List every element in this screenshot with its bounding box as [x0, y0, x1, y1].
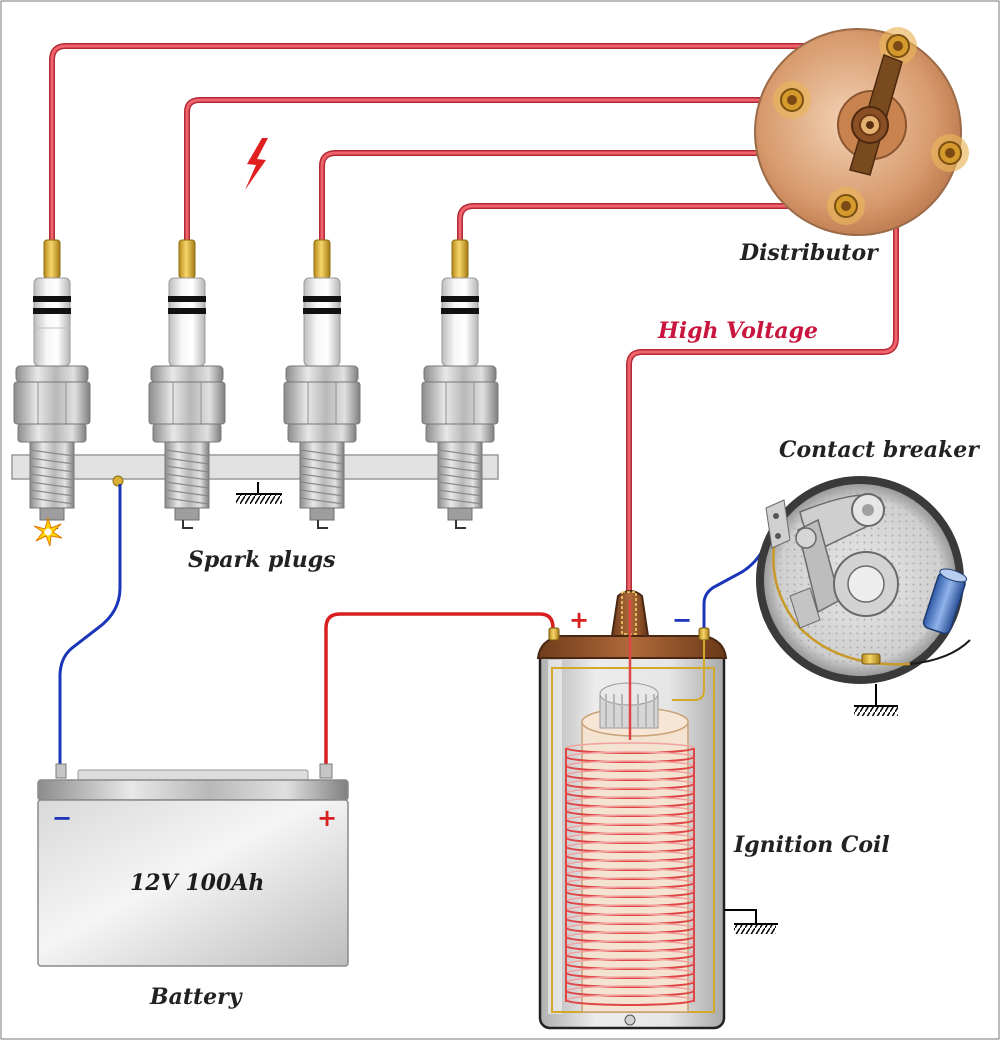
coil-winding-back: [565, 859, 695, 866]
coil-winding-back: [565, 742, 695, 749]
coil-winding: [565, 810, 695, 817]
coil-winding-back: [565, 760, 695, 767]
distributor-cap: [754, 27, 969, 236]
coil-winding-back: [565, 850, 695, 857]
spark-bolt-icon: [245, 138, 268, 190]
ground-symbol-icon: [854, 684, 898, 716]
coil-winding-back: [565, 877, 695, 884]
coil-winding-back: [565, 886, 695, 893]
coil-winding-back: [565, 751, 695, 758]
coil-winding: [565, 999, 695, 1006]
ground-symbol-icon: [724, 909, 778, 934]
coil-winding-back: [565, 976, 695, 983]
battery-rating: 12V 100Ah: [130, 870, 265, 896]
coil-winding: [565, 936, 695, 943]
coil-winding-back: [565, 787, 695, 794]
coil-winding: [565, 981, 695, 988]
coil-winding-back: [565, 967, 695, 974]
coil-negative-terminal-sign: −: [672, 606, 693, 634]
ground-symbol-icon: [236, 482, 282, 504]
distributor-terminal: [827, 187, 865, 225]
coil-winding-back: [565, 769, 695, 776]
coil-winding-edge: [565, 748, 695, 1002]
coil-winding: [565, 846, 695, 853]
spark-plug: [148, 239, 226, 529]
coil-winding: [565, 873, 695, 880]
battery-positive-terminal-sign: +: [317, 804, 338, 832]
coil-windings: [565, 742, 695, 1006]
coil-winding: [565, 900, 695, 907]
cam: [833, 551, 899, 617]
contact-breaker: [756, 476, 971, 684]
coil-winding-back: [565, 868, 695, 875]
coil-winding: [565, 927, 695, 934]
distributor-terminal: [773, 81, 811, 119]
coil-winding-back: [565, 940, 695, 947]
coil-winding: [565, 747, 695, 754]
coil-winding-back: [565, 796, 695, 803]
coil-winding: [565, 891, 695, 898]
coil-winding: [565, 918, 695, 925]
coil-winding-back: [565, 985, 695, 992]
coil-winding: [565, 990, 695, 997]
coil-winding-back: [565, 922, 695, 929]
ignition-coil: [536, 590, 728, 1030]
coil-winding: [565, 963, 695, 970]
coil-winding-back: [565, 832, 695, 839]
coil-winding: [565, 828, 695, 835]
high-voltage-label: High Voltage: [658, 318, 819, 344]
spark-plugs-label: Spark plugs: [188, 547, 336, 573]
coil-winding-back: [565, 931, 695, 938]
coil-winding: [565, 864, 695, 871]
contact-breaker-label: Contact breaker: [779, 437, 979, 463]
coil-winding: [565, 882, 695, 889]
ground-wire-battery-to-engine: [58, 484, 122, 770]
coil-winding: [565, 819, 695, 826]
engine-head: [11, 454, 499, 487]
distributor-terminal: [879, 27, 917, 65]
distributor-label: Distributor: [740, 240, 878, 266]
battery-label: Battery: [150, 984, 242, 1010]
coil-winding-back: [565, 958, 695, 965]
capacitor-icon: [922, 568, 968, 635]
coil-winding-back: [565, 841, 695, 848]
coil-positive-terminal-sign: +: [569, 606, 590, 634]
coil-winding-back: [565, 823, 695, 830]
coil-winding-back: [565, 949, 695, 956]
coil-winding: [565, 945, 695, 952]
coil-winding: [565, 837, 695, 844]
coil-winding: [565, 801, 695, 808]
battery-negative-terminal-sign: −: [52, 804, 73, 832]
coil-winding: [565, 972, 695, 979]
distributor-rotor: [837, 54, 907, 176]
coil-winding: [565, 855, 695, 862]
coil-winding: [565, 756, 695, 763]
coil-winding-back: [565, 904, 695, 911]
spark-plug: [421, 239, 499, 529]
spark-plug: [13, 239, 91, 529]
coil-winding-back: [565, 895, 695, 902]
ignition-coil-label: Ignition Coil: [734, 832, 890, 858]
breaker-arm: [795, 493, 885, 614]
distributor-terminal: [931, 134, 969, 172]
coil-winding: [565, 783, 695, 790]
coil-winding: [565, 765, 695, 772]
spark-flash-icon: [33, 516, 63, 547]
spark-plug: [283, 239, 361, 529]
coil-winding-back: [565, 778, 695, 785]
coil-winding: [565, 792, 695, 799]
low-voltage-wire-battery-to-coil: [324, 612, 555, 770]
coil-winding-back: [565, 913, 695, 920]
coil-winding: [565, 954, 695, 961]
coil-winding: [565, 774, 695, 781]
spark-plugs: [13, 239, 499, 529]
coil-winding-back: [565, 994, 695, 1001]
coil-winding: [565, 909, 695, 916]
coil-winding-back: [565, 805, 695, 812]
hv-wire-plug-2: [184, 97, 792, 248]
battery: [37, 763, 349, 967]
coil-winding-back: [565, 814, 695, 821]
